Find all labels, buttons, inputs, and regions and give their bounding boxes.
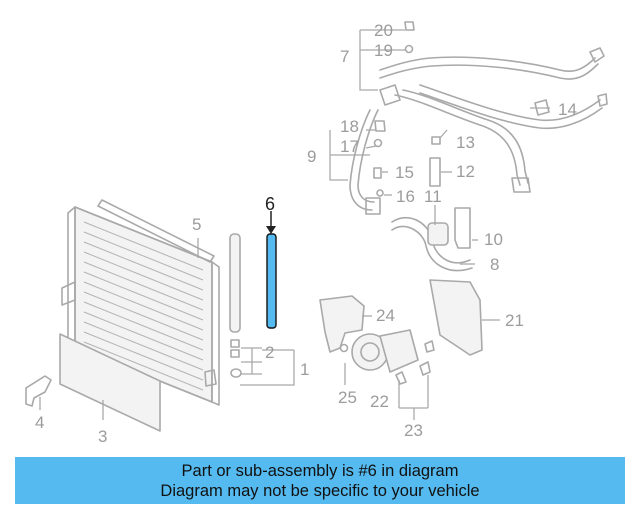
callout-14: 14 [558,100,577,119]
leader-lines [39,29,550,420]
callout-10: 10 [484,230,503,249]
callout-12: 12 [456,162,475,181]
callout-20: 20 [374,21,393,40]
callout-6: 6 [265,194,275,214]
part-6-desiccant-highlighted [266,233,277,329]
part-11-accumulator [391,216,473,272]
compressor [351,329,419,373]
part-4-bracket [25,375,52,407]
small-fittings [373,21,441,197]
callout-5: 5 [192,215,201,234]
callout-9: 9 [307,147,316,166]
banner-line-1: Part or sub-assembly is #6 in diagram [181,462,459,480]
part-6-pointer [266,211,276,234]
callout-18: 18 [340,117,359,136]
info-banner: Part or sub-assembly is #6 in diagram Di… [15,457,625,504]
callout-7: 7 [340,47,349,66]
part-10-bracket [454,207,471,249]
callout-11: 11 [424,187,442,206]
callout-15: 15 [395,163,414,182]
part-24-mount [319,295,365,353]
callout-8: 8 [490,255,499,274]
callout-21: 21 [505,311,524,330]
callout-17: 17 [340,137,359,156]
callout-3: 3 [98,427,107,446]
ac-line-assembly-9 [349,84,608,215]
part-14-fitting [534,99,550,116]
callout-22: 22 [370,392,389,411]
callout-4: 4 [35,413,44,432]
condenser-assembly [61,206,220,406]
callout-13: 13 [456,133,475,152]
callout-23: 23 [404,421,423,440]
banner-line-2: Diagram may not be specific to your vehi… [160,482,480,500]
part-3-panel [59,333,161,432]
ac-line-assembly-7 [379,47,605,106]
callout-labels: 1 2 3 4 5 6 7 8 9 10 11 12 13 14 15 16 1… [35,21,577,446]
callout-1: 1 [300,360,309,379]
callout-19: 19 [374,41,393,60]
callout-2: 2 [265,343,274,362]
part-21-heat-shield [429,279,483,356]
part-2-receiver-drier [229,233,242,378]
callout-16: 16 [396,187,415,206]
callout-25: 25 [338,388,357,407]
part-12-bracket [429,157,441,187]
callout-24: 24 [376,306,395,325]
part-5-seal-strip [97,199,215,263]
